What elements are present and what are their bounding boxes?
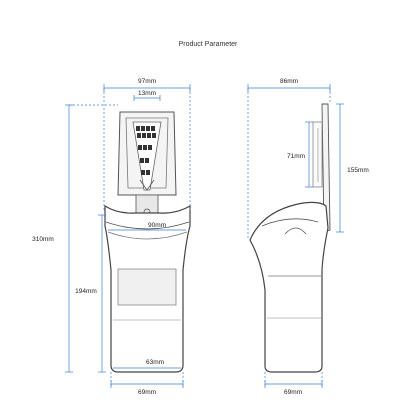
side-view: 86mm 71mm 155mm 69mm (247, 78, 369, 396)
dim-front-base-width: 69mm (138, 389, 156, 396)
side-dimension-lines (247, 84, 344, 388)
keypad-buttons (136, 126, 156, 175)
dim-front-width: 97mm (138, 78, 156, 85)
dim-bottom-inner-width: 63mm (146, 359, 164, 366)
front-body (104, 204, 191, 373)
back-plate (321, 103, 331, 233)
dim-side-base-width: 69mm (284, 389, 302, 396)
page-title: Product Parameter (178, 41, 238, 48)
front-dimension-lines (65, 84, 191, 388)
dim-total-height: 310mm (32, 236, 54, 243)
side-body (249, 201, 329, 373)
dim-body-height: 194mm (75, 288, 97, 295)
code-panel (117, 111, 177, 196)
front-view: 97mm 13mm 310mm 90mm 194mm 63mm 69mm (32, 78, 191, 396)
dim-code-panel-width: 13mm (138, 90, 156, 97)
dim-panel-height: 155mm (347, 167, 369, 174)
dim-side-depth: 86mm (280, 78, 298, 85)
dim-inner-width: 90mm (148, 222, 166, 229)
dim-panel-inner-height: 71mm (287, 153, 305, 160)
